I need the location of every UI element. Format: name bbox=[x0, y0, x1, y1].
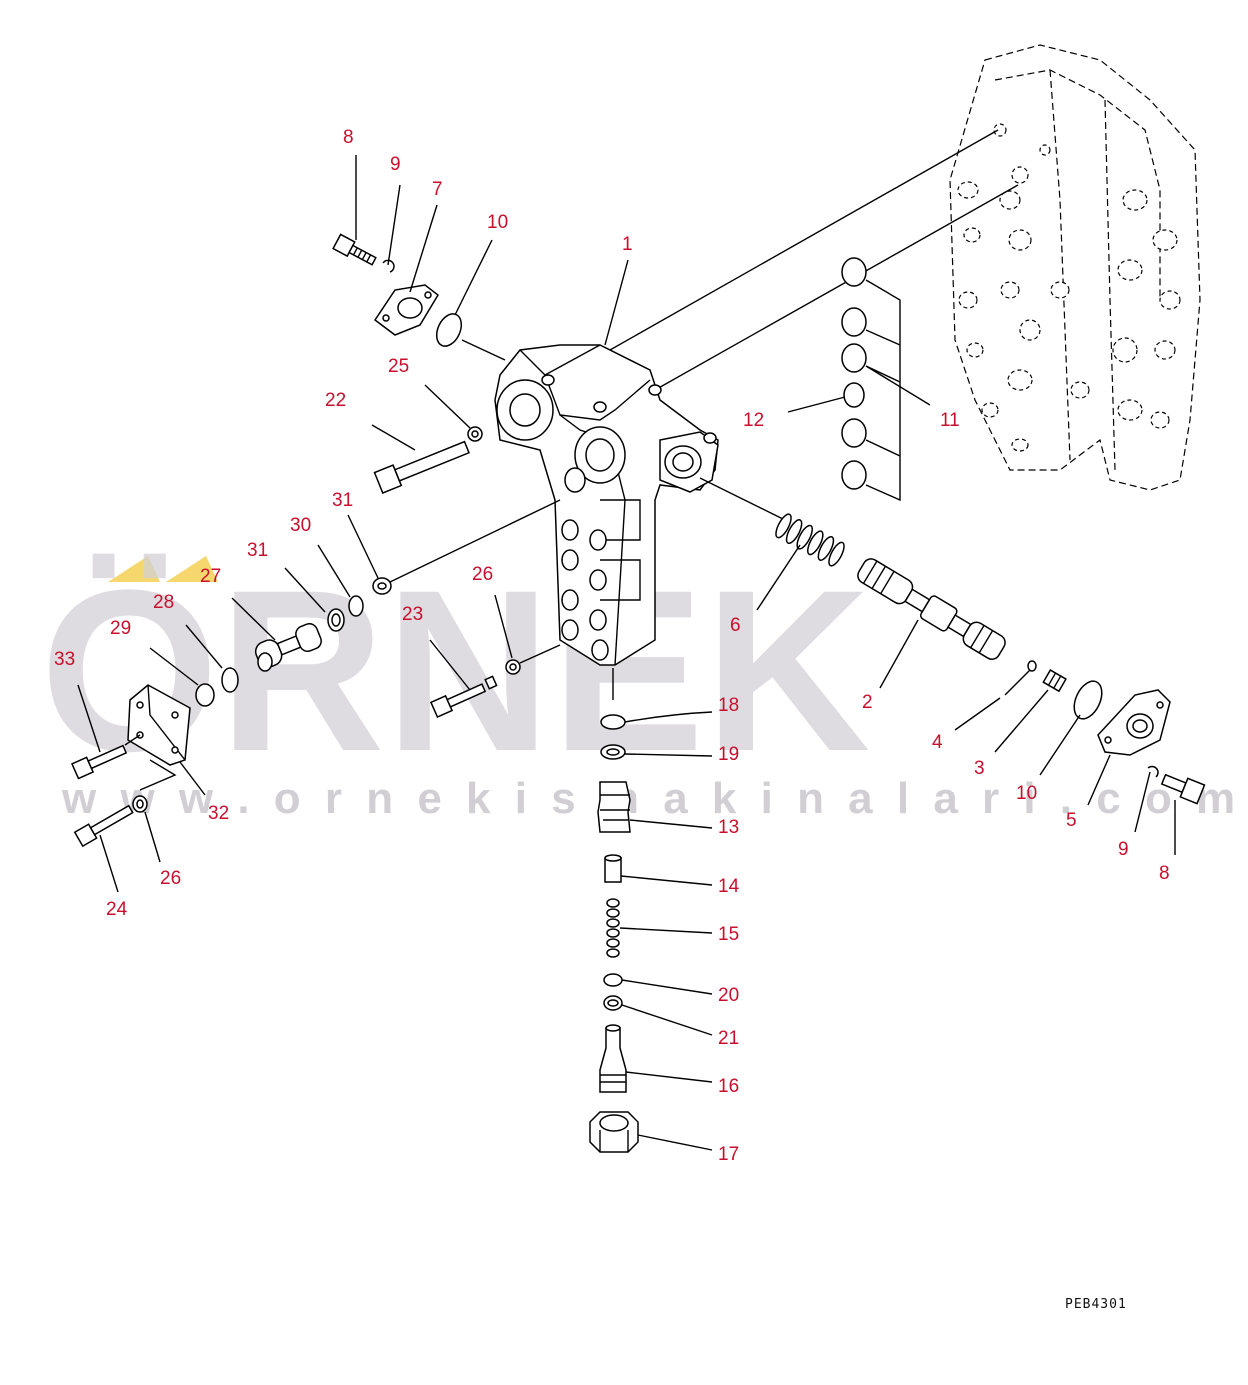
callout-7: 7 bbox=[432, 179, 443, 200]
callout-11: 11 bbox=[940, 410, 960, 431]
alignment-lines bbox=[609, 129, 1019, 391]
callout-22: 22 bbox=[325, 390, 346, 411]
callout-4: 4 bbox=[932, 732, 943, 753]
o-ring-stack bbox=[841, 257, 901, 502]
callout-28: 28 bbox=[153, 592, 174, 613]
watermark-url: w w w . o r n e k i s m a k i n a l a r … bbox=[61, 774, 1248, 823]
callout-32: 32 bbox=[208, 803, 229, 824]
callout-24: 24 bbox=[106, 899, 128, 920]
callout-31-lower: 31 bbox=[247, 540, 268, 561]
callout-31-upper: 31 bbox=[332, 490, 353, 511]
bolt-22-group bbox=[373, 426, 483, 494]
valve-body bbox=[494, 344, 719, 666]
callout-13: 13 bbox=[718, 817, 739, 838]
callout-25: 25 bbox=[388, 356, 409, 377]
drawing-code: PEB4301 bbox=[1065, 1297, 1127, 1312]
left-cover-group bbox=[70, 499, 561, 848]
callout-23: 23 bbox=[402, 604, 423, 625]
leader-lines bbox=[77, 155, 1176, 1151]
callout-3: 3 bbox=[974, 758, 985, 779]
callout-26-left: 26 bbox=[160, 868, 181, 889]
callout-17: 17 bbox=[718, 1144, 739, 1165]
callout-19: 19 bbox=[718, 744, 739, 765]
callout-30: 30 bbox=[290, 515, 311, 536]
spool-spring-group bbox=[699, 477, 1006, 660]
callout-21: 21 bbox=[718, 1028, 739, 1049]
upper-cover-group bbox=[332, 233, 506, 361]
relief-valve-stack bbox=[589, 668, 639, 1153]
callout-9-upper: 9 bbox=[390, 154, 401, 175]
callout-12: 12 bbox=[743, 410, 764, 431]
callout-2: 2 bbox=[862, 692, 873, 713]
callout-10-lower: 10 bbox=[1016, 783, 1037, 804]
callout-14: 14 bbox=[718, 876, 740, 897]
callout-26-right: 26 bbox=[472, 564, 493, 585]
callout-16: 16 bbox=[718, 1076, 739, 1097]
callout-27: 27 bbox=[200, 566, 221, 587]
callout-8-upper: 8 bbox=[343, 127, 354, 148]
callout-5: 5 bbox=[1066, 810, 1077, 831]
callout-1: 1 bbox=[622, 234, 633, 255]
watermark-accent-right bbox=[166, 556, 218, 582]
watermark-accent-left bbox=[108, 556, 160, 582]
callout-8-lower: 8 bbox=[1159, 863, 1170, 884]
callout-15: 15 bbox=[718, 924, 739, 945]
callout-labels: 8 9 7 10 1 25 22 12 11 31 30 31 27 28 29… bbox=[54, 127, 1170, 1165]
callout-29: 29 bbox=[110, 618, 131, 639]
callout-6: 6 bbox=[730, 615, 741, 636]
callout-20: 20 bbox=[718, 985, 739, 1006]
right-cover-group bbox=[1004, 660, 1206, 805]
callout-33: 33 bbox=[54, 649, 75, 670]
callout-18: 18 bbox=[718, 695, 739, 716]
housing-outline bbox=[949, 44, 1201, 491]
callout-9-lower: 9 bbox=[1118, 839, 1129, 860]
callout-10-upper: 10 bbox=[487, 212, 508, 233]
